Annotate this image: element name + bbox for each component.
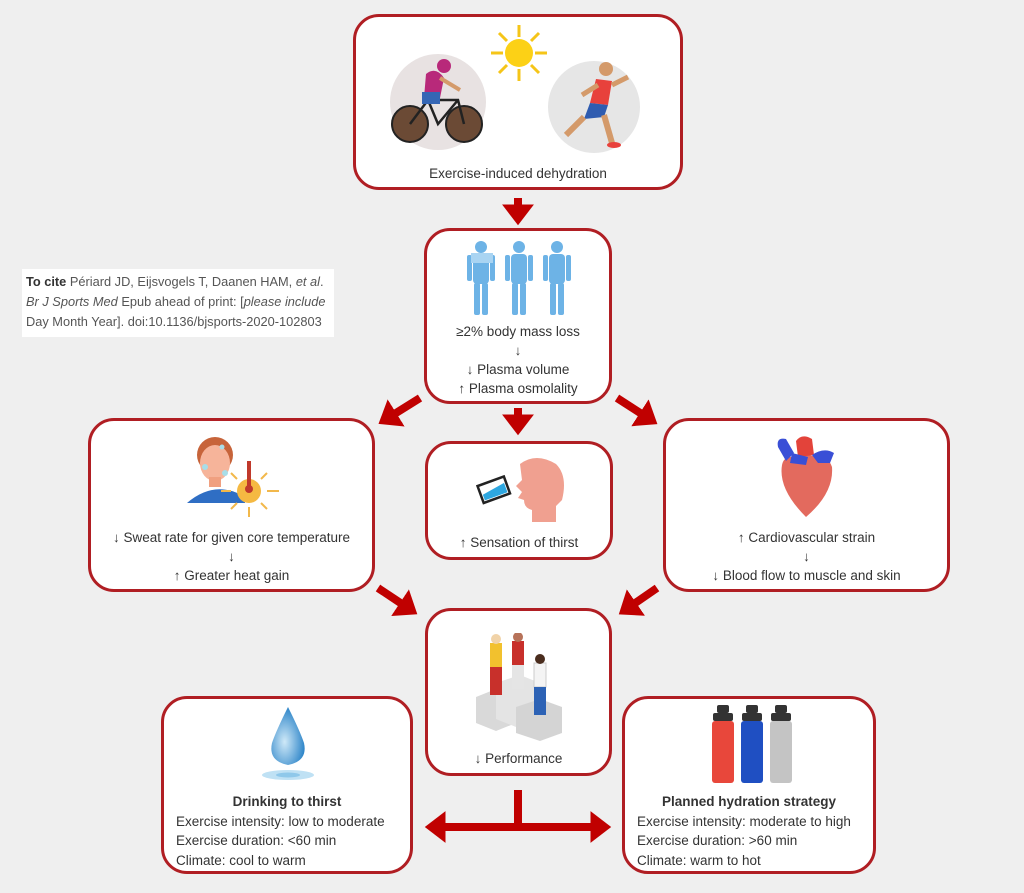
drinking-duration: Exercise duration: <60 min [176,833,337,848]
runner-icon [544,57,644,157]
planned-title: Planned hydration strategy [661,794,837,809]
cyclist-icon [388,52,488,152]
citation-journal: Br J Sports Med [26,294,118,309]
citation-doi: Day Month Year]. doi:10.1136/bjsports-20… [26,314,322,329]
cardio-strain-text: ↑ Cardiovascular strain [737,530,876,545]
plasma-volume-text: ↓ Plasma volume [466,362,570,377]
citation-note: please include [243,294,326,309]
cardio-arrow: ↓ [803,549,810,564]
planned-intensity: Exercise intensity: moderate to high [637,814,851,829]
planned-climate: Climate: warm to hot [637,853,761,868]
plasma-osmolality-text: ↑ Plasma osmolality [458,381,578,396]
citation-authors: Périard JD, Eijsvogels T, Daanen HAM, [69,274,293,289]
body-mass-loss-text: ≥2% body mass loss [456,324,580,339]
water-drop-icon [258,705,318,785]
citation-etal-suffix: . [320,274,324,289]
box-performance: ↓ Performance [425,608,612,776]
sweat-arrow: ↓ [228,549,235,564]
box-body-mass-loss: ≥2% body mass loss ↓ ↓ Plasma volume ↑ P… [424,228,612,404]
arrow-sweat-to-performance [375,584,418,616]
heart-icon [772,433,842,519]
box-sweat-rate: ↓ Sweat rate for given core temperature … [88,418,375,592]
box-planned-hydration: Planned hydration strategy Exercise inte… [622,696,876,874]
citation: To cite Périard JD, Eijsvogels T, Daanen… [22,269,334,337]
arrow-bodymass-to-sweat [378,394,423,427]
drinking-climate: Climate: cool to warm [176,853,306,868]
box-exercise-dehydration: Exercise-induced dehydration [353,14,683,190]
box-drinking-to-thirst: Drinking to thirst Exercise intensity: l… [161,696,413,874]
citation-etal: et al [295,274,321,289]
human-bodies-icon [465,239,575,319]
podium-icon [470,633,570,743]
drinking-head-icon [476,456,576,526]
sun-icon [489,23,549,83]
sweat-rate-text: ↓ Sweat rate for given core temperature [112,530,351,545]
dehydration-label: Exercise-induced dehydration [429,166,607,181]
blood-flow-text: ↓ Blood flow to muscle and skin [712,568,901,583]
sweating-person-icon [187,431,287,521]
arrow-bodymass-to-cardio [614,394,658,427]
citation-epub: Epub ahead of print: [ [121,294,244,309]
drinking-title: Drinking to thirst [232,794,342,809]
thirst-text: ↑ Sensation of thirst [459,535,579,550]
box-cardiovascular: ↑ Cardiovascular strain ↓ ↓ Blood flow t… [663,418,950,592]
citation-label: To cite [26,274,67,289]
heat-gain-text: ↑ Greater heat gain [173,568,290,583]
water-bottles-icon [709,705,799,785]
box-thirst: ↑ Sensation of thirst [425,441,613,560]
performance-text: ↓ Performance [474,751,563,766]
planned-duration: Exercise duration: >60 min [637,833,798,848]
arrow-cardio-to-performance [618,584,660,616]
body-mass-arrow: ↓ [514,343,522,358]
drinking-intensity: Exercise intensity: low to moderate [176,814,385,829]
